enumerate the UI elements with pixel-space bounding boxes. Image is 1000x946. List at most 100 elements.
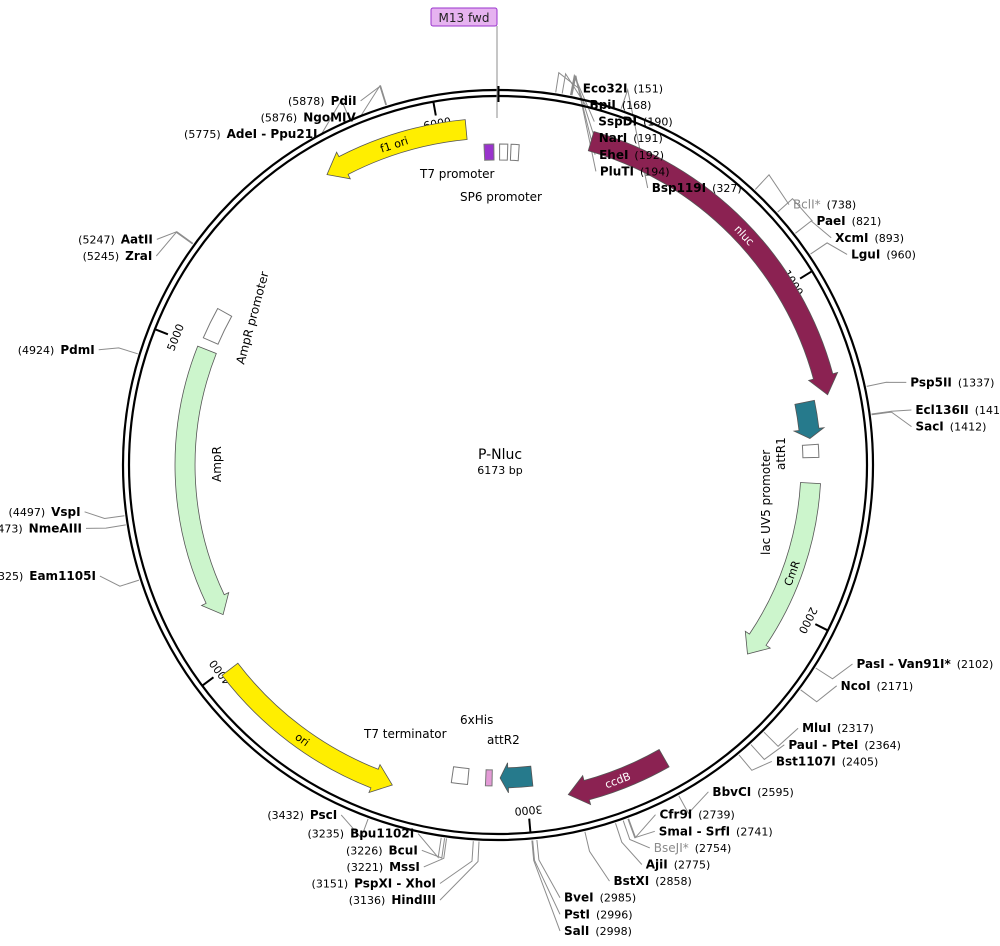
site-MluI[interactable]: MluI(2317) [802, 721, 874, 735]
site-NgoMIV[interactable]: NgoMIV(5876) [261, 110, 357, 124]
site-LguI[interactable]: LguI(960) [851, 247, 916, 261]
site-pos: (168) [622, 99, 652, 112]
site-SmaI - SrfI[interactable]: SmaI - SrfI(2741) [659, 824, 773, 838]
site-SspDI[interactable]: SspDI (190) [598, 115, 672, 129]
site-leader-SmaI - SrfI [627, 818, 655, 839]
feature-ori[interactable] [221, 662, 393, 794]
small-feature-his[interactable] [484, 769, 493, 787]
ampr-promoter-label: AmpR promoter [233, 270, 271, 366]
site-leader-Bst1107I [738, 754, 773, 771]
feature-attR1[interactable] [792, 399, 826, 439]
site-Bsp119I[interactable]: Bsp119I(327) [652, 181, 742, 195]
small-feature-sp6p2[interactable] [509, 143, 520, 162]
site-pos: (2996) [596, 908, 633, 921]
site-leader-SacI [871, 411, 912, 428]
site-name: PluTI [600, 164, 634, 178]
site-leader-MluI [763, 727, 799, 747]
site-EheI[interactable]: EheI (192) [599, 148, 664, 162]
site-name: PspXI - XhoI [354, 877, 436, 891]
site-BbvCI[interactable]: BbvCI(2595) [712, 785, 793, 799]
site-leader-Cfr9I [628, 814, 656, 839]
site-ZraI[interactable]: ZraI(5245) [83, 249, 153, 263]
site-NcoI[interactable]: NcoI(2171) [841, 679, 913, 693]
attr2-label: attR2 [487, 733, 520, 747]
site-NarI[interactable]: NarI(191) [599, 131, 663, 145]
primer-label: M13 fwd [439, 11, 490, 25]
site-BstXI[interactable]: BstXI(2858) [614, 874, 692, 888]
site-name: SalI [564, 924, 589, 938]
site-MssI[interactable]: MssI(3221) [347, 860, 420, 874]
site-leader-Ecl136II [871, 409, 912, 415]
small-feature-t7p[interactable] [483, 143, 495, 161]
site-Bst1107I[interactable]: Bst1107I(2405) [776, 754, 878, 768]
site-BveI[interactable]: BveI(2985) [564, 891, 636, 905]
site-Psp5II[interactable]: Psp5II(1337) [910, 375, 994, 389]
site-Bpu1102I[interactable]: Bpu1102I(3235) [307, 827, 414, 841]
site-pos: (190) [643, 116, 673, 129]
site-name: SspDI [598, 115, 637, 129]
site-leader-lines [84, 71, 912, 932]
site-VspI[interactable]: VspI(4497) [9, 505, 81, 519]
site-XcmI[interactable]: XcmI(893) [835, 231, 904, 245]
site-Ecl136II[interactable]: Ecl136II(1410) [915, 403, 1000, 417]
site-pos: (3151) [312, 878, 349, 891]
site-pos: (1337) [958, 376, 995, 389]
site-PdiI[interactable]: PdiI(5878) [288, 94, 357, 108]
site-leader-HindIII [439, 841, 480, 901]
site-PauI - PteI[interactable]: PauI - PteI(2364) [788, 738, 901, 752]
site-NmeAIII[interactable]: NmeAIII(4473) [0, 521, 82, 535]
site-pos: (4473) [0, 522, 23, 535]
site-SacI[interactable]: SacI(1412) [915, 420, 986, 434]
site-BcuI[interactable]: BcuI(3226) [346, 843, 418, 857]
site-Eco32I[interactable]: Eco32I(151) [583, 81, 663, 95]
feature-attR2[interactable] [499, 762, 534, 793]
small-feature-lacp[interactable] [801, 443, 820, 459]
site-PscI[interactable]: PscI(3432) [267, 808, 337, 822]
site-AatII[interactable]: AatII(5247) [78, 232, 153, 246]
site-leader-Psp5II [866, 381, 907, 387]
site-name: BveI [564, 891, 594, 905]
site-PdmI[interactable]: PdmI(4924) [18, 343, 95, 357]
site-pos: (192) [634, 149, 664, 162]
feature-cmr[interactable] [744, 482, 821, 655]
site-name: LguI [851, 247, 880, 261]
site-SalI[interactable]: SalI(2998) [564, 924, 632, 938]
site-pos: (5876) [261, 111, 298, 124]
site-BseJI*[interactable]: BseJI*(2754) [654, 841, 732, 855]
site-BpiI[interactable]: BpiI(168) [590, 98, 652, 112]
site-pos: (821) [852, 215, 882, 228]
site-Cfr9I[interactable]: Cfr9I(2739) [660, 808, 735, 822]
primer-m13-fwd[interactable]: M13 fwd [430, 7, 498, 118]
ampr-label: AmpR [210, 446, 224, 482]
small-feature-sp6p[interactable] [499, 143, 509, 161]
site-AdeI - Ppu21I[interactable]: AdeI - Ppu21I(5775) [184, 127, 318, 141]
site-PluTI[interactable]: PluTI(194) [600, 164, 670, 178]
site-name: EheI [599, 148, 628, 162]
site-name: NarI [599, 131, 628, 145]
site-AjiI[interactable]: AjiI(2775) [646, 857, 711, 871]
site-BclI*[interactable]: BclI*(738) [793, 198, 856, 212]
feature-ccdB[interactable] [567, 748, 670, 806]
small-feature-amprp[interactable] [202, 307, 233, 345]
site-pos: (5245) [83, 250, 120, 263]
site-leader-NgoMIV [359, 84, 387, 118]
site-PspXI - XhoI[interactable]: PspXI - XhoI (3151) [312, 877, 436, 891]
site-Eam1105I[interactable]: Eam1105I(4325) [0, 569, 96, 583]
site-pos: (2595) [757, 786, 794, 799]
site-PstI[interactable]: PstI(2996) [564, 907, 633, 921]
site-leader-ZraI [155, 231, 193, 257]
site-name: PaeI [816, 214, 845, 228]
site-PasI - Van91I*[interactable]: PasI - Van91I*(2102) [857, 657, 994, 671]
feature-ampr[interactable] [174, 345, 230, 616]
site-name: NcoI [841, 679, 871, 693]
feature-nluc[interactable] [587, 131, 839, 396]
site-leader-AdeI - Ppu21I [321, 98, 350, 135]
small-feature-t7t[interactable] [450, 766, 470, 786]
site-name: SmaI - SrfI [659, 824, 730, 838]
site-name: Bpu1102I [350, 827, 414, 841]
feature-f1ori[interactable] [326, 119, 468, 180]
site-PaeI[interactable]: PaeI (821) [816, 214, 881, 228]
site-pos: (2364) [864, 739, 901, 752]
site-HindIII[interactable]: HindIII(3136) [349, 893, 436, 907]
